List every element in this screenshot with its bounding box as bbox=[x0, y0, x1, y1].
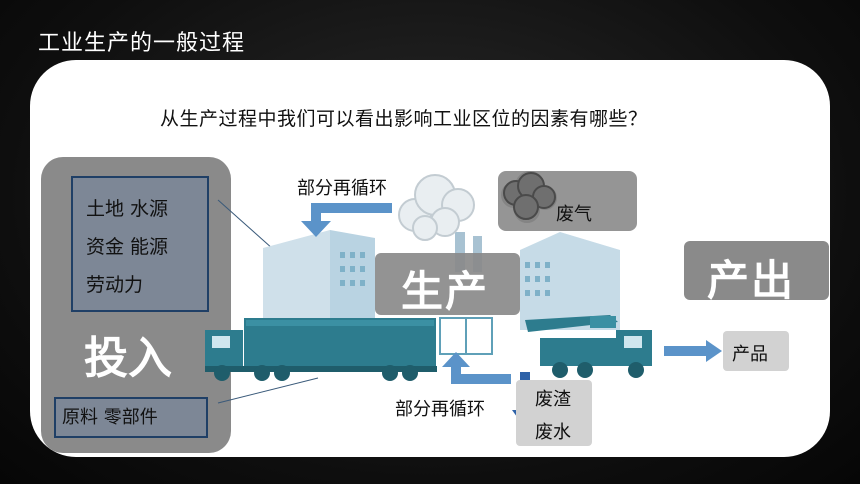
smoke-cloud-icon bbox=[398, 174, 475, 241]
product-label: 产品 bbox=[732, 344, 768, 365]
recycle-bottom-label: 部分再循环 bbox=[395, 399, 485, 420]
output-box bbox=[684, 241, 829, 300]
output-label: 产出 bbox=[707, 256, 796, 305]
question-text: 从生产过程中我们可以看出影响工业区位的因素有哪些？ bbox=[160, 108, 648, 130]
waste-water-label: 废水 bbox=[535, 422, 571, 443]
product-arrowhead bbox=[706, 340, 722, 362]
waste-slag-label: 废渣 bbox=[535, 389, 571, 410]
pump-truck-icon bbox=[525, 315, 652, 378]
resource-capital-energy: 资金 能源 bbox=[86, 236, 169, 258]
product-box bbox=[723, 331, 789, 371]
resource-labor: 劳动力 bbox=[86, 274, 144, 296]
recycle-top-arrowhead bbox=[301, 221, 331, 237]
connector-line-bottom bbox=[217, 377, 319, 404]
production-box bbox=[375, 253, 520, 315]
parts-label: 原料 零部件 bbox=[62, 407, 158, 428]
gas-cloud-overlay-icon bbox=[503, 172, 556, 220]
parts-box bbox=[54, 397, 208, 438]
production-label: 生产 bbox=[401, 267, 490, 316]
waste-box bbox=[516, 380, 592, 446]
input-label: 投入 bbox=[84, 333, 172, 384]
truck-icon bbox=[205, 318, 437, 381]
slide-title: 工业生产的一般过程 bbox=[38, 31, 246, 56]
building-windows bbox=[340, 252, 550, 296]
recycle-bottom-arrowhead bbox=[442, 352, 470, 367]
resource-land-water: 土地 水源 bbox=[86, 198, 169, 220]
waste-gas-label: 废气 bbox=[556, 204, 592, 225]
recycle-top-arrow-shaft bbox=[318, 203, 392, 213]
resources-box bbox=[71, 176, 209, 312]
arrows bbox=[301, 203, 722, 384]
recycle-top-label: 部分再循环 bbox=[297, 178, 387, 199]
